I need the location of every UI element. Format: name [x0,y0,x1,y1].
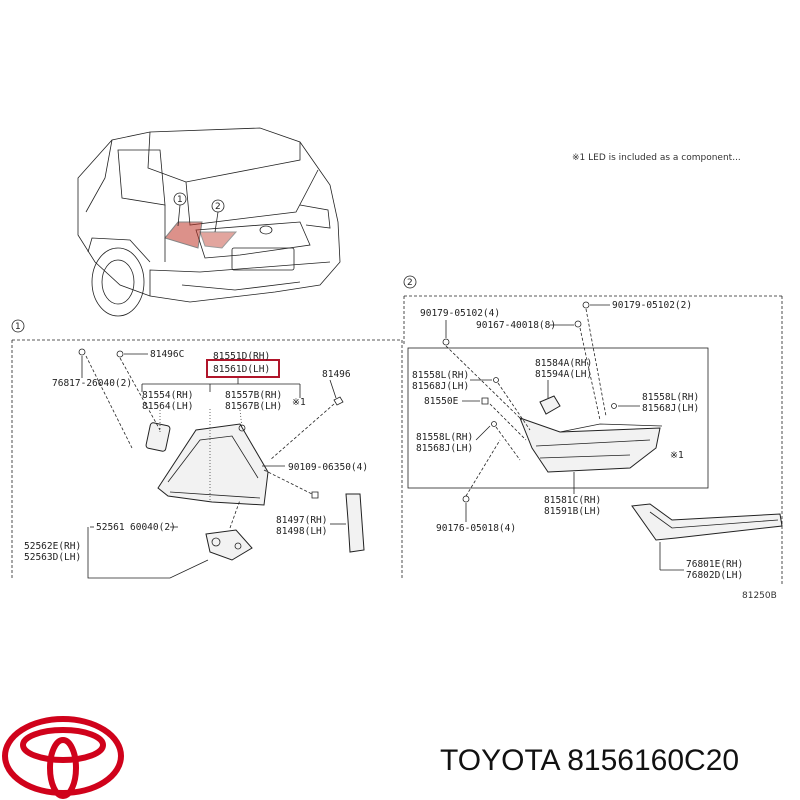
figure-code: 81250B [742,591,777,601]
part-60040: 60040(2) [130,522,176,533]
vehicle-illustration: 1 2 [77,127,341,317]
target-part-highlight [206,359,280,378]
part-81568j-lh-a: 81568J(LH) [412,381,469,392]
part-81496: 81496 [322,369,351,380]
part-81561d-lh: 81561D(LH) [213,364,270,375]
led-mark-1: ※1 [292,397,306,408]
part-81558l-rh-a: 81558L(RH) [412,370,469,381]
part-81557b-rh: 81557B(RH) [225,390,282,401]
section-1: 1 81551D(RH) 81561D(LH) 81496C 76817-260… [11,319,403,580]
callout-1-vehicle: 1 [177,195,183,205]
part-76817-26040: 76817-26040(2) [52,378,132,389]
section-2: 2 90179-05102(4) 90167-40018(8) 90179-05… [403,275,783,585]
led-note: ※1 LED is included as a component... [572,153,741,163]
part-90109-06350: 90109-06350(4) [288,462,368,473]
part-81550e: 81550E [424,396,459,407]
part-81568j-lh-c: 81568J(LH) [642,403,699,414]
part-81594a-lh: 81594A(LH) [535,369,592,380]
part-81497-rh: 81497(RH) [276,515,327,526]
callout-1-section: 1 [15,322,21,332]
led-mark-2: ※1 [670,450,684,461]
part-81498-lh: 81498(LH) [276,526,327,537]
part-81564-lh: 81564(LH) [142,401,193,412]
part-81496c: 81496C [150,349,184,360]
part-90167-40018: 90167-40018(8) [476,320,556,331]
part-90176-05018: 90176-05018(4) [436,523,516,534]
part-81554-rh: 81554(RH) [142,390,193,401]
part-81584a-rh: 81584A(RH) [535,358,592,369]
part-81551d-rh: 81551D(RH) [213,351,270,362]
part-76802d-lh: 76802D(LH) [686,570,743,581]
part-81591b-lh: 81591B(LH) [544,506,601,517]
part-81581c-rh: 81581C(RH) [544,495,601,506]
toyota-logo [2,716,124,799]
part-81567b-lh: 81567B(LH) [225,401,282,412]
part-81568j-lh-b: 81568J(LH) [416,443,473,454]
part-90179-05102-2: 90179-05102(2) [612,300,692,311]
callout-2-vehicle: 2 [215,202,221,212]
lamp-subassembly-frame [407,347,709,489]
part-52563d-lh: 52563D(LH) [24,552,81,563]
part-52561: 52561 [96,522,125,533]
part-81558l-rh-b: 81558L(RH) [416,432,473,443]
part-81558l-rh-c: 81558L(RH) [642,392,699,403]
callout-2-section: 2 [407,278,413,288]
brand-part-number: TOYOTA 8156160C20 [440,744,740,777]
part-52562e-rh: 52562E(RH) [24,541,81,552]
part-76801e-rh: 76801E(RH) [686,559,743,570]
part-90179-05102-4: 90179-05102(4) [420,308,500,319]
